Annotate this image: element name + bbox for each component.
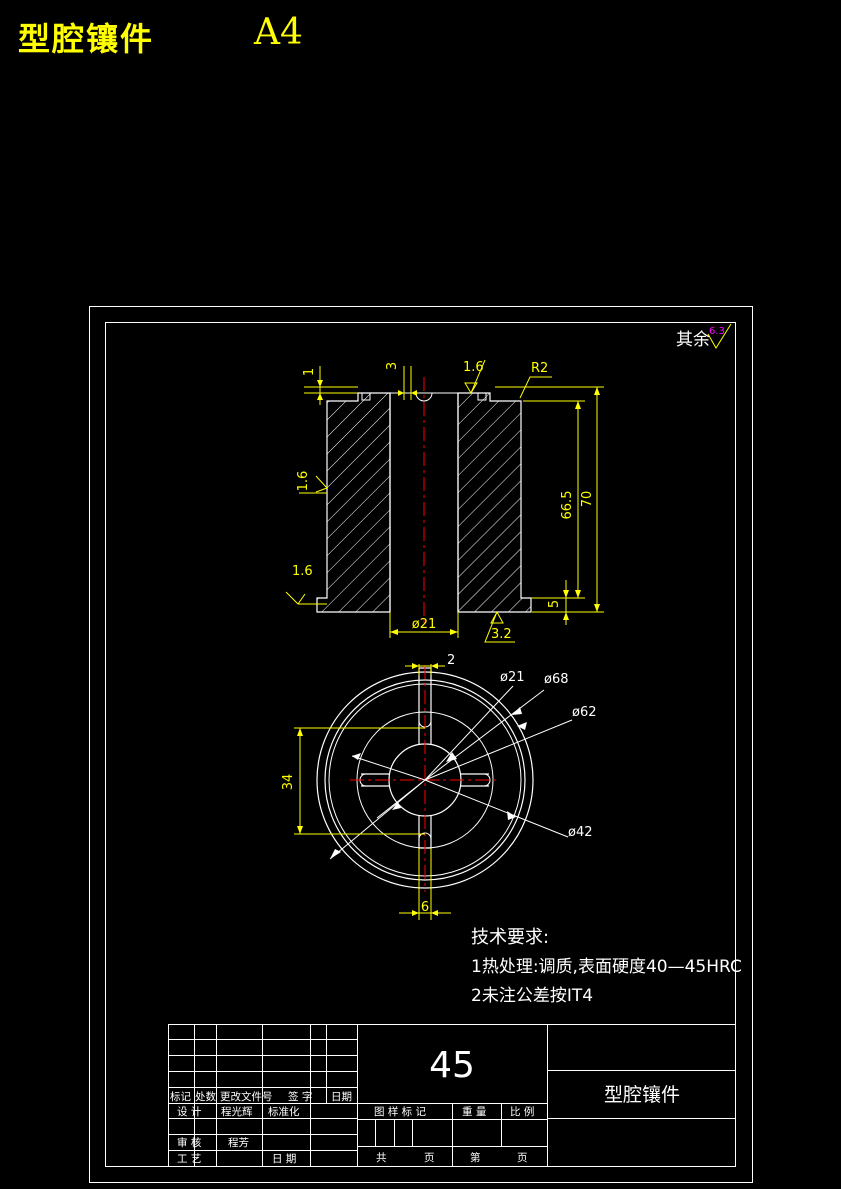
tech-req-item-2: 2未注公差按IT4 [471,986,593,1006]
dim-inner-height: 66.5 [560,491,575,520]
tb-drawing-mark: 图 样 标 记 [374,1105,427,1118]
dim-slot-width: 3 [385,362,400,370]
section-right-wall [457,392,532,613]
tech-req-item-1: 1热处理:调质,表面硬度40—45HRC [471,957,742,977]
tb-date: 日 期 [272,1153,296,1165]
dim-side-roughness: 1.6 [296,471,311,492]
tb-page: 页 [517,1152,528,1164]
title-block-part-name: 型腔镶件 [604,1084,680,1106]
dim-bottom-roughness: 3.2 [491,627,512,642]
tb-reviewer: 程芳 [228,1136,249,1149]
tb-col-date: 日期 [331,1091,352,1103]
tech-req-title: 技术要求: [471,927,549,948]
tb-col-sign: 签 字 [288,1090,312,1103]
tb-col-marks: 标记 [170,1091,191,1103]
tb-design: 设 计 [177,1105,202,1118]
dim-top-step: 1 [302,368,317,376]
tb-scale: 比 例 [510,1105,534,1118]
dim-bore-diameter: ø21 [412,617,437,632]
section-left-wall [316,392,391,613]
dim-bottom-left-roughness: 1.6 [292,564,313,579]
paper-size-label: A4 [254,12,303,53]
tb-col-count: 处数 [195,1090,216,1103]
technical-requirements: 技术要求: 1热处理:调质,表面硬度40—45HRC 2未注公差按IT4 [471,927,742,1006]
dim-d68: ø68 [544,672,569,687]
dim-d62: ø62 [572,705,597,720]
tb-standardize: 标准化 [268,1105,300,1118]
dim-base-height: 5 [547,600,562,608]
surface-finish-note: 其余 6.3 [676,323,732,350]
tb-total: 共 [376,1152,387,1164]
dim-slot-2: 2 [447,653,455,668]
tb-review: 审 核 [177,1136,202,1149]
tb-weight: 重 量 [462,1105,487,1118]
tb-page-no: 第 [470,1151,481,1164]
title-block [168,1024,736,1167]
dim-d21: ø21 [500,670,525,685]
tb-col-doc: 更改文件号 [220,1090,273,1103]
tb-designer: 程光辉 [221,1105,253,1118]
drawing-title: 型腔镶件 [18,20,155,58]
dim-width-6: 6 [421,900,429,915]
top-view: 2 ø21 ø68 ø62 ø42 34 6 [281,653,597,920]
finish-note-value: 6.3 [709,326,725,337]
tb-process: 工 艺 [177,1153,201,1165]
finish-note-label: 其余 [676,330,710,350]
dim-top-roughness: 1.6 [463,360,484,375]
dim-total-height: 70 [580,491,595,508]
tb-sheets: 页 [424,1152,435,1164]
section-view: 1 3 1.6 R2 1.6 1.6 ø21 3.2 66.5 70 5 [285,359,604,643]
outer-border [89,306,753,1183]
dim-height-34: 34 [281,774,296,791]
dim-fillet: R2 [531,361,548,376]
material-label: 45 [429,1045,475,1086]
dim-d42: ø42 [568,825,593,840]
